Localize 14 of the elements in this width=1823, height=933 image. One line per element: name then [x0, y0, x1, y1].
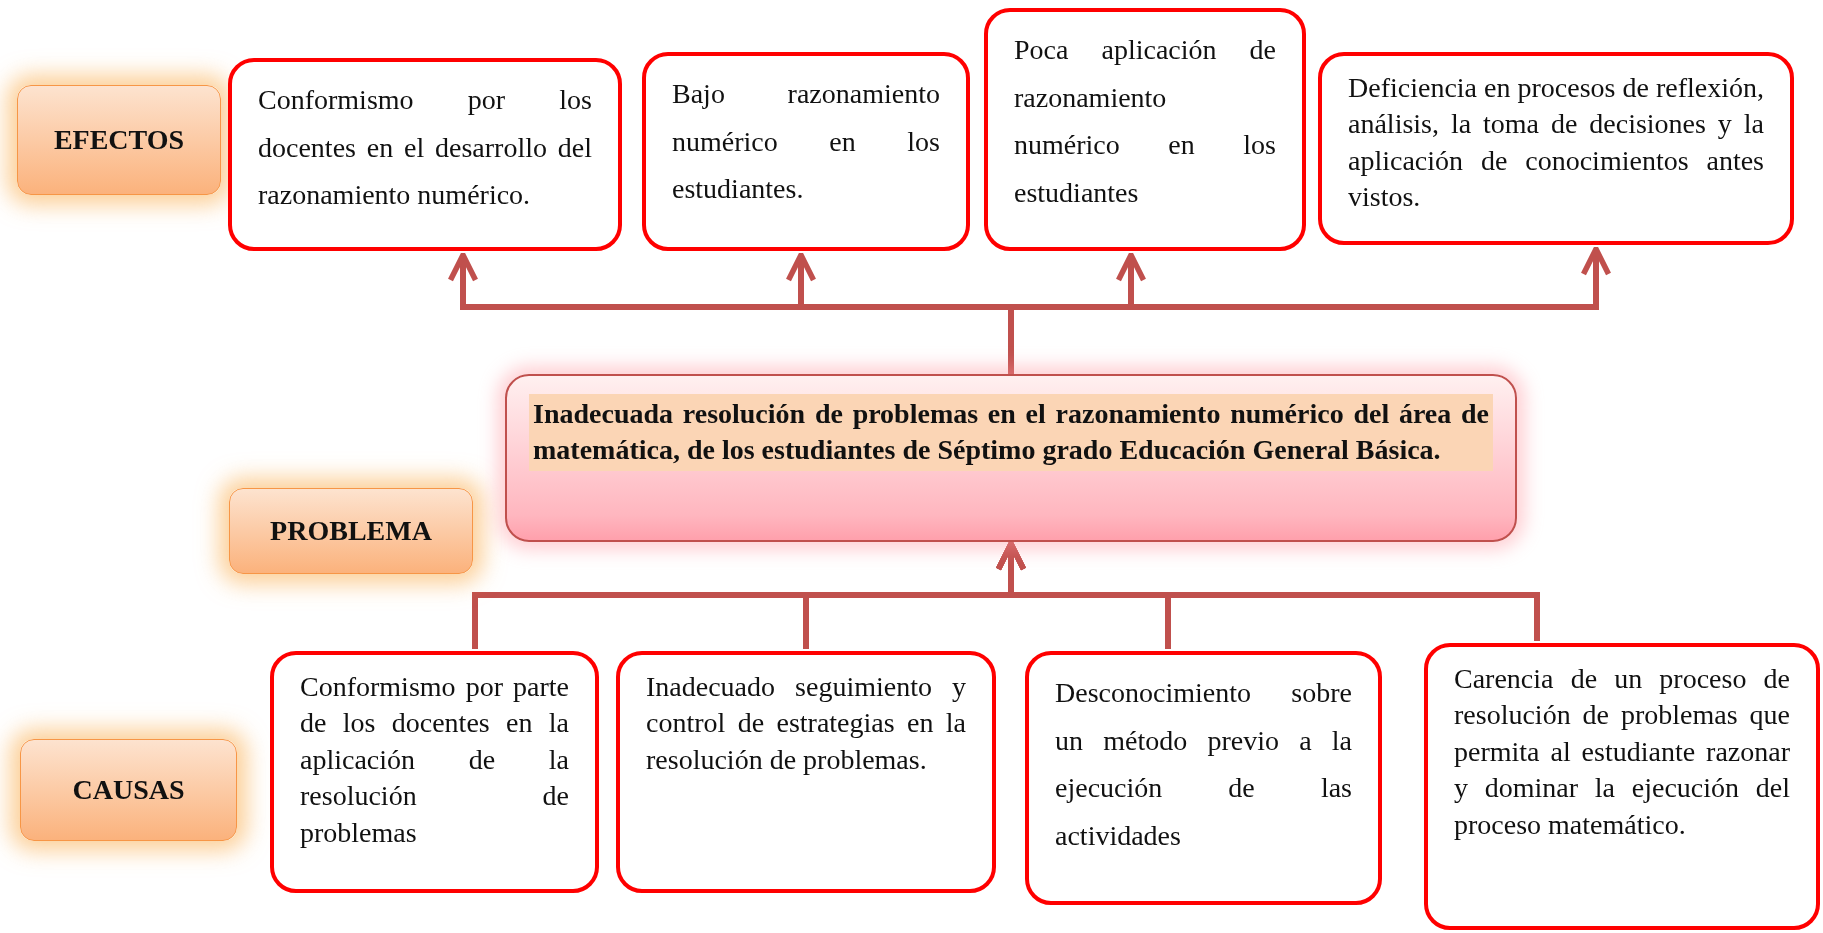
problem-statement: Inadecuada resolución de problemas en el razonamiento numérico del área de matemática, de los estudiantes de Séptimo grado Educación General Básica.	[529, 394, 1493, 471]
text-box: Conformismo por los docentes en el desarrollo del razonamiento numérico.	[228, 58, 622, 251]
text-box: Deficiencia en procesos de reflexión, análisis, la toma de decisiones y la aplicación de conocimientos antes vistos.	[1318, 52, 1794, 245]
section-label: CAUSAS	[20, 739, 237, 841]
section-label: EFECTOS	[17, 85, 221, 195]
text-box: Inadecuado seguimiento y control de estrategias en la resolución de problemas.	[616, 651, 996, 893]
connector-arrow	[995, 541, 1540, 641]
text-box: Conformismo por parte de los docentes en la aplicación de la resolución de problemas	[270, 651, 599, 893]
text-box: Desconocimiento sobre un método previo a la ejecución de las actividades	[1025, 651, 1382, 905]
text-box: Bajo razonamiento numérico en los estudiantes.	[642, 52, 970, 251]
text-box: Carencia de un proceso de resolución de problemas que permita al estudiante razonar y dominar la ejecución del proceso matemático.	[1424, 643, 1820, 930]
problem-box	[505, 374, 1517, 542]
section-label: PROBLEMA	[229, 488, 473, 574]
text-box: Poca aplicación de razonamiento numérico en los estudiantes	[984, 8, 1306, 251]
